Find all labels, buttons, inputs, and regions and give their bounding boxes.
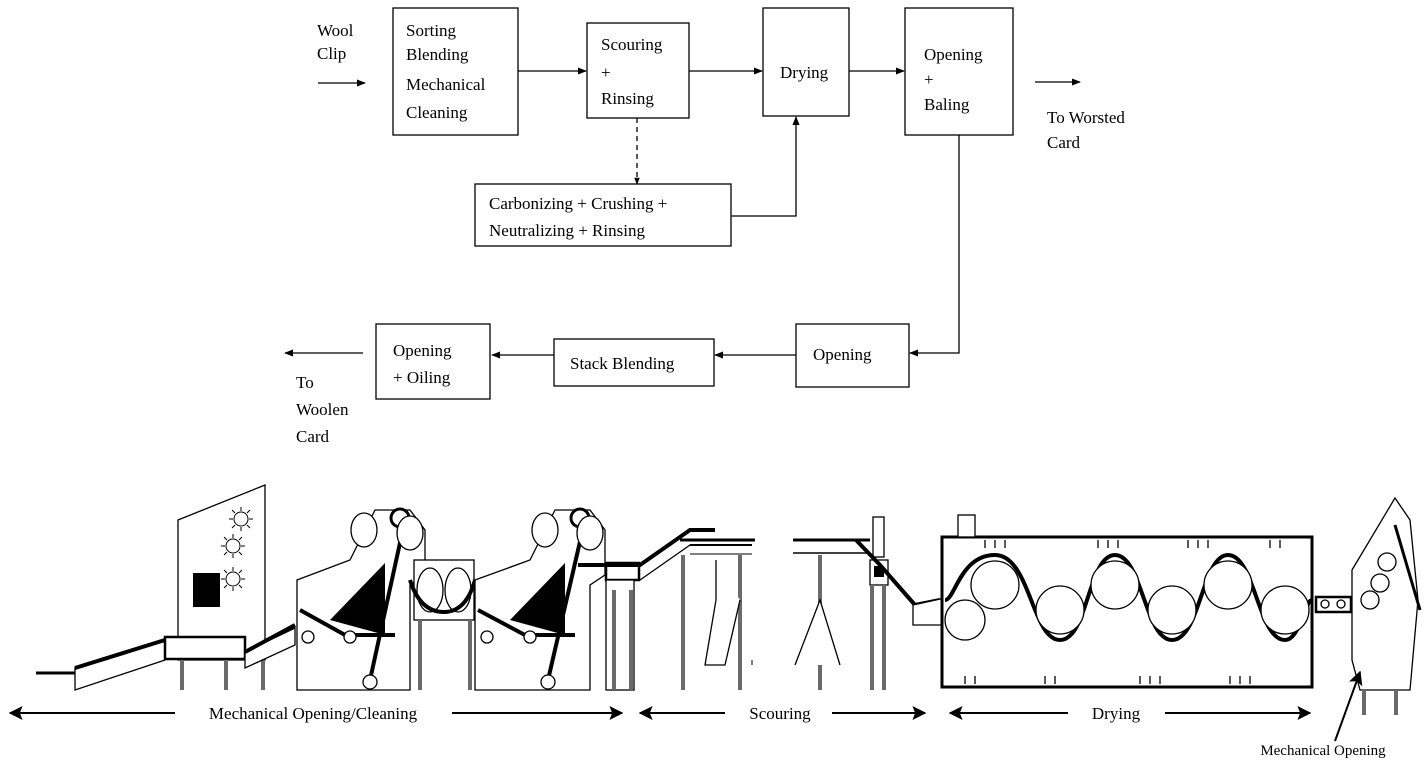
chute-belt	[244, 623, 296, 654]
motor-block	[193, 573, 220, 607]
carbonizing-box: Carbonizing + Crushing + Neutralizing + …	[474, 183, 732, 247]
svg-text:Drying: Drying	[780, 63, 829, 82]
machine-line	[36, 484, 1422, 715]
scouring-bowl-left	[680, 538, 755, 690]
fan-icon	[229, 507, 253, 531]
squeeze-press	[854, 516, 946, 690]
svg-text:Sorting Blending: Sorting Blending Mechanical Cleaning	[406, 21, 490, 122]
to-worsted-label: To Worsted Card	[1047, 108, 1129, 152]
opener-2	[474, 507, 606, 691]
svg-text:Opening + Bali: Opening + Baling	[924, 45, 987, 114]
section-label-drying: Drying	[1092, 704, 1141, 723]
stack-blending-box: Stack Blending	[553, 338, 715, 387]
opening-baling-box: Opening + Baling	[904, 7, 1014, 136]
sorting-box: Sorting Blending Mechanical Cleaning	[392, 7, 519, 136]
opener-1	[296, 507, 426, 691]
cleaning-cabinet	[163, 484, 266, 690]
wool-clip-label: Wool Clip	[317, 21, 358, 63]
feed-conveyor	[36, 638, 178, 691]
svg-text:Scouring + Rin: Scouring + Rinsing	[601, 35, 667, 108]
dryer	[940, 514, 1314, 689]
svg-text:Opening: Opening	[813, 345, 872, 364]
section-label-scouring: Scouring	[749, 704, 811, 723]
fan-icon	[221, 534, 245, 558]
section-labels: Mechanical Opening/Cleaning Scouring Dry…	[8, 670, 1386, 759]
opening-box: Opening	[795, 323, 910, 388]
drying-box: Drying	[762, 7, 850, 117]
section-label-mechanical: Mechanical Opening/Cleaning	[209, 704, 418, 723]
baling-to-opening-arrow	[909, 135, 960, 357]
flow-chart: Wool Clip Sorting Blending Mechanical Cl…	[284, 7, 1129, 446]
scouring-box: Scouring + Rinsing	[586, 22, 690, 119]
svg-text:Stack Blending: Stack Blending	[570, 354, 675, 373]
scouring-feed	[578, 528, 752, 691]
svg-text:Carbonizing + Crushing +: Carbonizing + Crushing + Neutralizing + …	[489, 194, 672, 240]
scouring-bowl-right	[793, 538, 870, 690]
opening-oiling-box: Opening + Oiling	[375, 323, 491, 400]
roller-cage	[408, 559, 477, 690]
carbonizing-to-drying-arrow	[731, 116, 800, 217]
callout-arrow	[1334, 670, 1363, 742]
fan-icon	[221, 567, 245, 591]
final-opener	[1314, 496, 1422, 715]
svg-text:Opening + Oiling: Opening + Oiling	[393, 341, 456, 387]
mechanical-opening-callout: Mechanical Opening	[1260, 743, 1386, 759]
to-woolen-label: To Woolen Card	[296, 373, 353, 446]
